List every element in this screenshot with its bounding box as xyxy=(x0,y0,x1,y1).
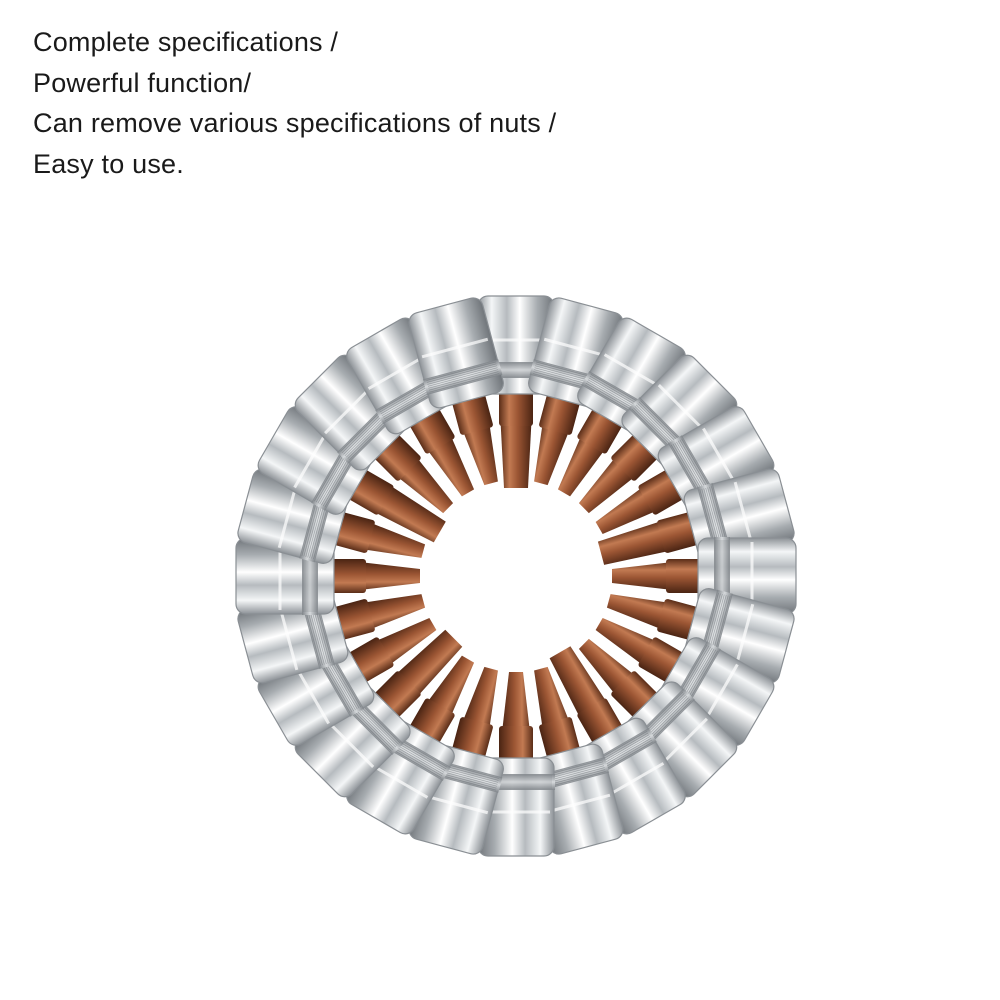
socket-bit xyxy=(294,629,463,798)
socket-bit-set-photo xyxy=(235,295,797,857)
headline-line-3: Can remove various specifications of nut… xyxy=(33,108,557,138)
socket-bit xyxy=(612,537,797,615)
socket-bit xyxy=(408,297,504,486)
headline: Complete specifications / Powerful funct… xyxy=(33,22,556,184)
socket-bit xyxy=(294,354,454,514)
headline-line-1: Complete specifications / xyxy=(33,27,339,57)
socket-ring xyxy=(235,295,797,857)
headline-line-2: Powerful function/ xyxy=(33,67,252,98)
headline-line-4: Easy to use. xyxy=(33,148,184,179)
